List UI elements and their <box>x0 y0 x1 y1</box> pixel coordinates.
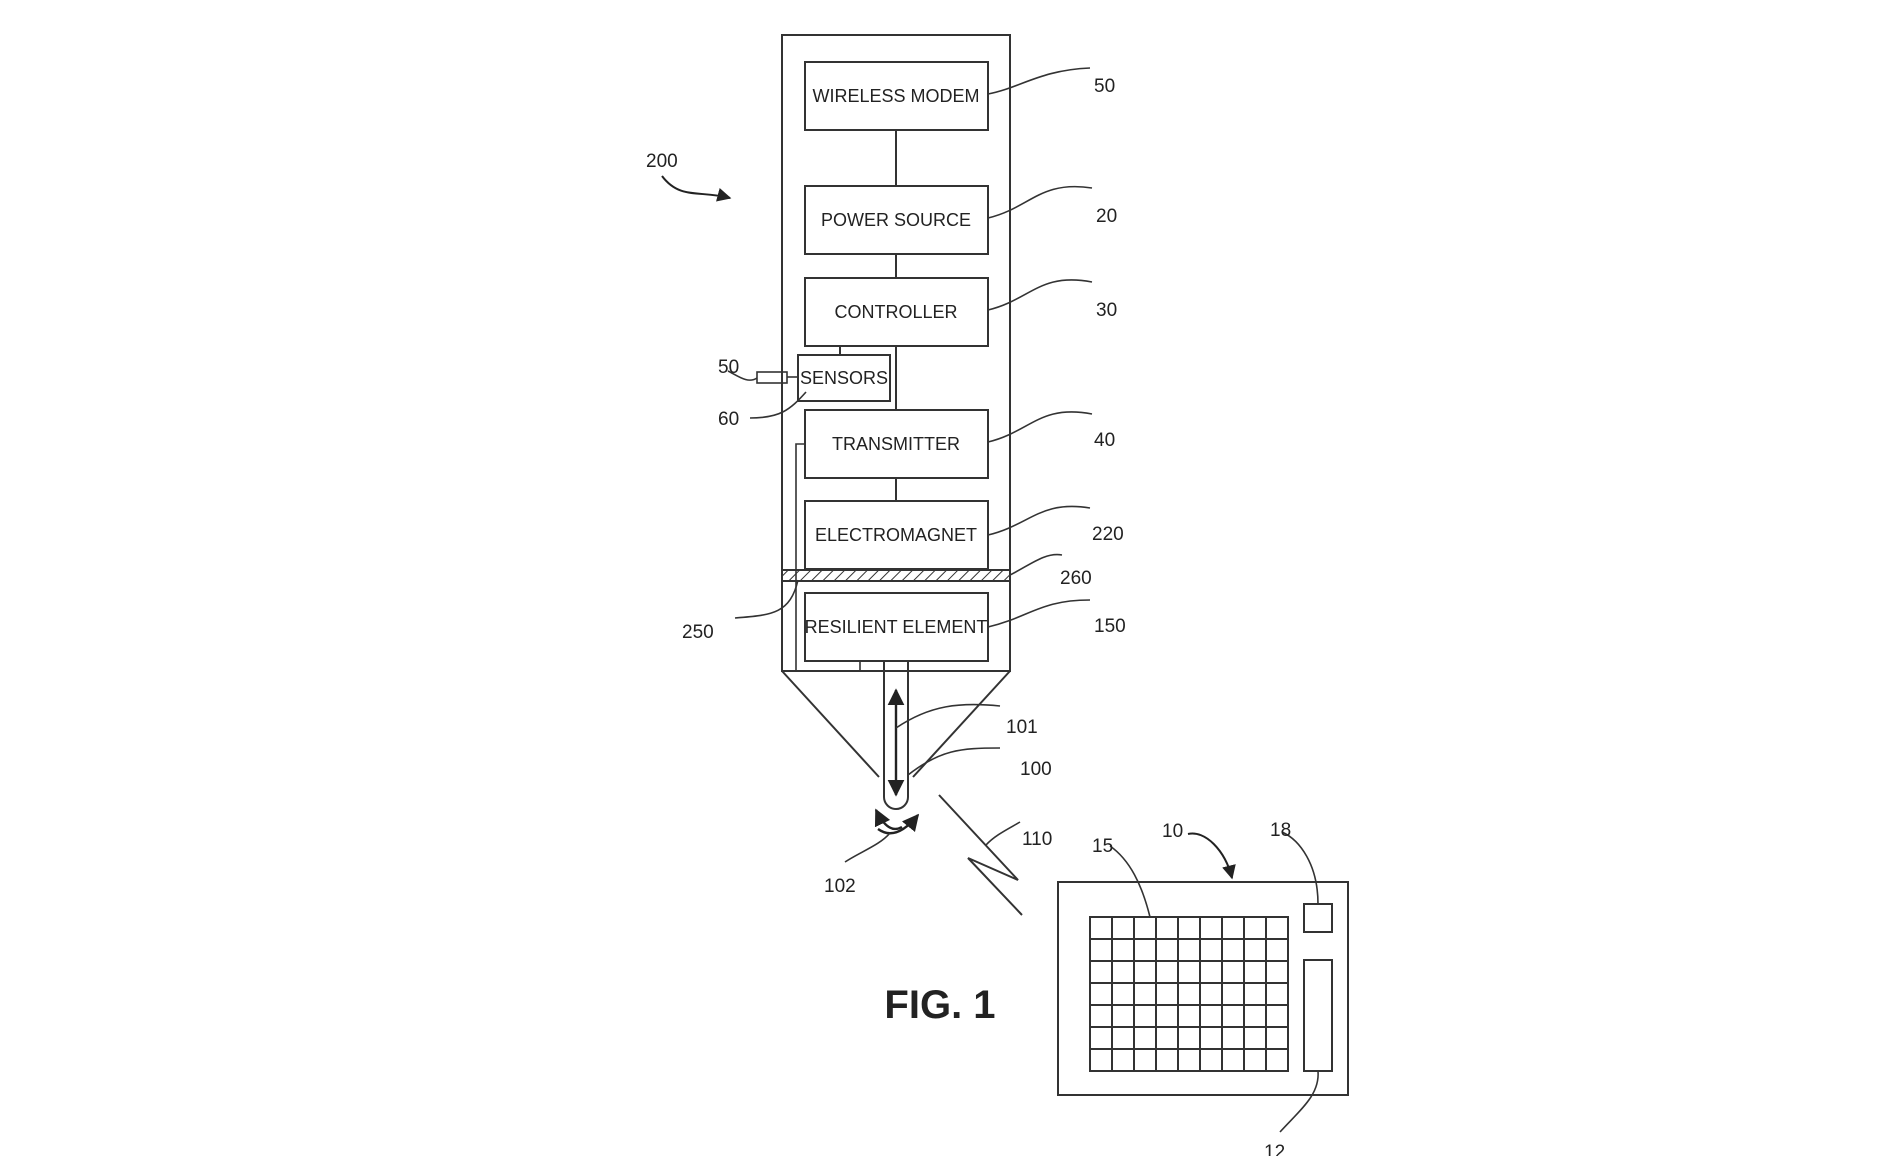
ref-12: 12 <box>1264 1142 1285 1156</box>
ref-18: 18 <box>1270 820 1291 841</box>
ref-50-modem: 50 <box>1094 76 1115 97</box>
device-pointer-arrow <box>661 175 732 202</box>
ref-100: 100 <box>1020 759 1052 780</box>
leader-lines <box>727 67 1319 1133</box>
block-connectors <box>839 130 897 501</box>
device-housing <box>781 34 1011 778</box>
ref-10: 10 <box>1162 821 1183 842</box>
ref-250: 250 <box>682 622 714 643</box>
resilient-element-label: RESILIENT ELEMENT <box>805 617 988 637</box>
tablet-side-panel <box>1303 959 1333 1072</box>
power-source-block: POWER SOURCE <box>804 185 989 255</box>
ref-200: 200 <box>646 151 678 172</box>
ref-260: 260 <box>1060 568 1092 589</box>
reference-numerals: 200 50 20 30 50 60 40 220 260 250 150 10… <box>646 76 1291 1161</box>
ref-50-sensor-port: 50 <box>718 357 739 378</box>
wireless-signal <box>938 794 1023 916</box>
controller-block: CONTROLLER <box>804 277 989 347</box>
tablet-button <box>1303 903 1333 933</box>
transmitter-block: TRANSMITTER <box>804 409 989 479</box>
transmitter-label: TRANSMITTER <box>832 434 960 454</box>
sensors-block: SENSORS <box>797 354 891 402</box>
wireless-modem-block: WIRELESS MODEM <box>804 61 989 131</box>
sensors-label: SENSORS <box>800 368 888 388</box>
ref-15: 15 <box>1092 836 1113 857</box>
ref-110: 110 <box>1022 829 1052 850</box>
electromagnet-label: ELECTROMAGNET <box>815 525 977 545</box>
tablet-grid <box>1089 916 1289 1072</box>
controller-label: CONTROLLER <box>834 302 957 322</box>
ref-102: 102 <box>824 876 856 897</box>
power-source-label: POWER SOURCE <box>821 210 971 230</box>
tablet-device <box>1057 881 1349 1096</box>
ref-40: 40 <box>1094 430 1115 451</box>
resilient-element-block: RESILIENT ELEMENT <box>804 592 989 662</box>
ref-101: 101 <box>1006 717 1038 738</box>
stylus-tip <box>883 661 909 810</box>
hatched-layer <box>781 569 1011 582</box>
rotation-arrows <box>874 808 920 835</box>
wireless-modem-label: WIRELESS MODEM <box>812 86 979 106</box>
ref-30: 30 <box>1096 300 1117 321</box>
wire-250 <box>795 443 861 672</box>
ref-220: 220 <box>1092 524 1124 545</box>
figure-caption: FIG. 1 <box>884 983 995 1027</box>
ref-20: 20 <box>1096 206 1117 227</box>
sensor-port <box>756 371 798 384</box>
ref-60: 60 <box>718 409 739 430</box>
ref-150: 150 <box>1094 616 1126 637</box>
electromagnet-block: ELECTROMAGNET <box>804 500 989 570</box>
tablet-pointer-arrow <box>1187 832 1236 880</box>
